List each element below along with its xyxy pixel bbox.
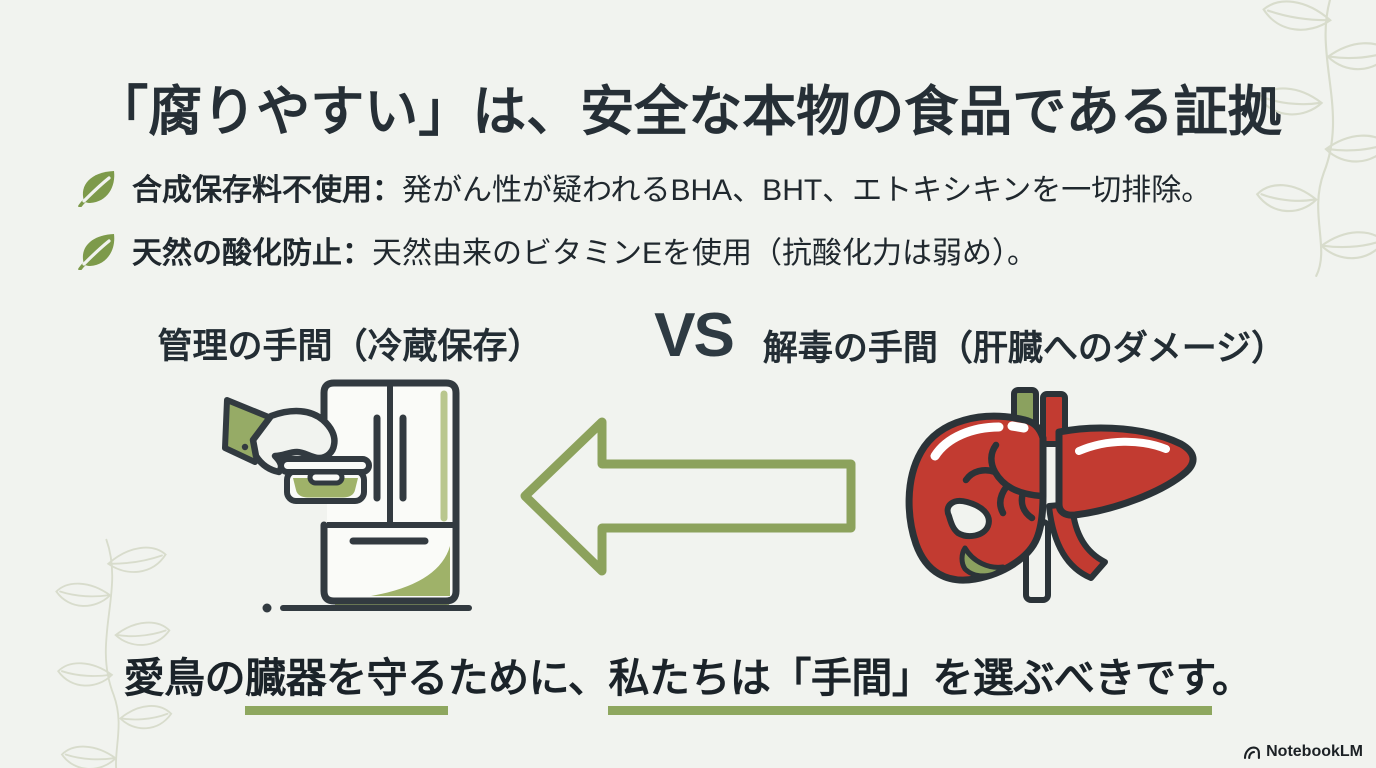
page-title: 「腐りやすい」は、安全な本物の食品である証拠 xyxy=(94,82,1282,143)
bullet-label: 合成保存料不使用： xyxy=(132,174,402,207)
bullet-text-line: 合成保存料不使用：発がん性が疑われるBHA、BHT、エトキシキンを一切排除。 xyxy=(132,165,1211,209)
conclusion-middle: ために、 xyxy=(447,655,609,701)
notebooklm-label: NotebookLM xyxy=(1266,743,1363,760)
leaf-icon xyxy=(78,171,115,207)
fridge-with-hand-placing-container-icon xyxy=(222,379,472,613)
bullet-item: 合成保存料不使用：発がん性が疑われるBHA、BHT、エトキシキンを一切排除。 xyxy=(78,164,1211,210)
vs-label: VS xyxy=(654,301,735,370)
leaf-icon xyxy=(78,234,115,270)
bullet-text-line: 天然の酸化防止：天然由来のビタミンEを使用（抗酸化力は弱め）。 xyxy=(132,228,1037,272)
fridge-body xyxy=(262,379,472,613)
bullet-label: 天然の酸化防止： xyxy=(132,237,372,270)
left-arrow-icon xyxy=(520,417,856,576)
conclusion-underline-2: 私たちは「手間」を選ぶべきです xyxy=(608,655,1212,715)
notebooklm-logo-icon xyxy=(1244,746,1261,759)
liver-icon xyxy=(905,387,1197,603)
bullet-body: 発がん性が疑われるBHA、BHT、エトキシキンを一切排除。 xyxy=(402,174,1212,207)
conclusion-suffix: 。 xyxy=(1211,655,1253,701)
comparison-right-label: 解毒の手間（肝臓へのダメージ） xyxy=(762,329,1287,368)
food-container-icon xyxy=(278,456,372,504)
conclusion-prefix: 愛鳥の xyxy=(123,655,246,701)
conclusion-text: 愛鳥の臓器を守るために、私たちは「手間」を選ぶべきです。 xyxy=(0,652,1376,715)
bullet-list: 合成保存料不使用：発がん性が疑われるBHA、BHT、エトキシキンを一切排除。 天… xyxy=(78,164,1211,290)
notebooklm-badge: NotebookLM xyxy=(1243,743,1363,761)
bullet-item: 天然の酸化防止：天然由来のビタミンEを使用（抗酸化力は弱め）。 xyxy=(78,227,1211,273)
comparison-left-label: 管理の手間（冷蔵保存） xyxy=(157,327,543,366)
bullet-body: 天然由来のビタミンEを使用（抗酸化力は弱め）。 xyxy=(372,237,1038,270)
conclusion-underline-1: 臓器を守る xyxy=(245,655,448,715)
